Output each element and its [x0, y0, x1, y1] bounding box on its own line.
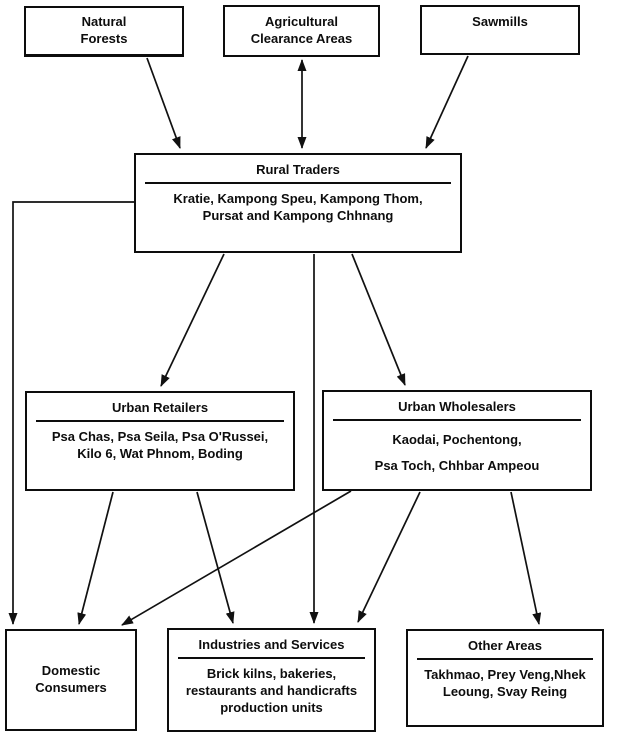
- arrow-urban-retailers-to-domestic-consumers: [77, 491, 114, 625]
- node-sawmills: Sawmills: [420, 5, 580, 55]
- node-detail: Takhmao, Prey Veng,Nhek Leoung, Svay Rei…: [408, 660, 602, 701]
- node-label-line: Agricultural: [265, 14, 338, 30]
- node-detail: Kratie, Kampong Speu, Kampong Thom, Purs…: [136, 184, 460, 225]
- arrow-rural-traders-to-domestic-consumers: [8, 201, 134, 625]
- node-detail-line: Brick kilns, bakeries,: [206, 665, 337, 681]
- arrow-urban-wholesalers-to-other-areas: [510, 491, 542, 625]
- arrow-urban-wholesalers-to-industries-services: [357, 491, 421, 623]
- arrow-sawmills-to-rural-traders: [425, 55, 469, 149]
- arrow-rural-traders-to-urban-wholesalers: [351, 253, 406, 386]
- node-detail: Kaodai, Pochentong, Psa Toch, Chhbar Amp…: [324, 421, 590, 475]
- node-detail: Brick kilns, bakeries, restaurants and h…: [169, 659, 374, 717]
- node-urban-wholesalers: Urban Wholesalers Kaodai, Pochentong, Ps…: [322, 390, 592, 491]
- arrow-urban-retailers-to-industries-services: [196, 491, 235, 624]
- node-label-line: Consumers: [35, 680, 107, 695]
- node-detail-line: Psa Toch, Chhbar Ampeou: [374, 457, 540, 473]
- node-detail-line: Takhmao, Prey Veng,Nhek: [424, 666, 586, 682]
- node-detail: Psa Chas, Psa Seila, Psa O'Russei, Kilo …: [27, 422, 293, 463]
- node-title: Urban Retailers: [36, 393, 284, 422]
- node-title: Industries and Services: [178, 630, 365, 659]
- node-detail-line: Pursat and Kampong Chhnang: [202, 207, 394, 223]
- node-industries-and-services: Industries and Services Brick kilns, bak…: [167, 628, 376, 732]
- node-title: Urban Wholesalers: [333, 392, 581, 421]
- node-label-line: Clearance Areas: [250, 31, 353, 46]
- node-title: Rural Traders: [145, 155, 451, 184]
- node-detail-line: Psa Chas, Psa Seila, Psa O'Russei,: [51, 428, 269, 444]
- node-rural-traders: Rural Traders Kratie, Kampong Speu, Kamp…: [134, 153, 462, 253]
- node-label-line: Sawmills: [472, 14, 528, 29]
- node-detail-line: Kilo 6, Wat Phnom, Boding: [77, 445, 243, 461]
- node-natural-forests: Natural Forests: [24, 6, 184, 57]
- node-title: Other Areas: [417, 631, 593, 660]
- node-detail-line: Kratie, Kampong Speu, Kampong Thom,: [173, 190, 423, 206]
- node-detail-line: Kaodai, Pochentong,: [392, 431, 522, 447]
- node-label-line: Domestic: [41, 663, 101, 679]
- node-other-areas: Other Areas Takhmao, Prey Veng,Nhek Leou…: [406, 629, 604, 727]
- node-label-line: Natural: [81, 14, 127, 30]
- arrow-urban-wholesalers-to-domestic-consumers: [121, 490, 352, 626]
- node-label-line: Forests: [80, 31, 128, 46]
- node-agricultural-clearance-areas: Agricultural Clearance Areas: [223, 5, 380, 57]
- arrow-rural-traders-to-urban-retailers: [160, 253, 225, 387]
- arrow-natural-forests-to-rural-traders: [146, 57, 181, 149]
- node-detail-line: restaurants and handicrafts: [185, 682, 358, 698]
- node-domestic-consumers: Domestic Consumers: [5, 629, 137, 731]
- node-detail-line: Leoung, Svay Reing: [442, 683, 568, 699]
- node-urban-retailers: Urban Retailers Psa Chas, Psa Seila, Psa…: [25, 391, 295, 491]
- node-detail-line: production units: [220, 699, 323, 715]
